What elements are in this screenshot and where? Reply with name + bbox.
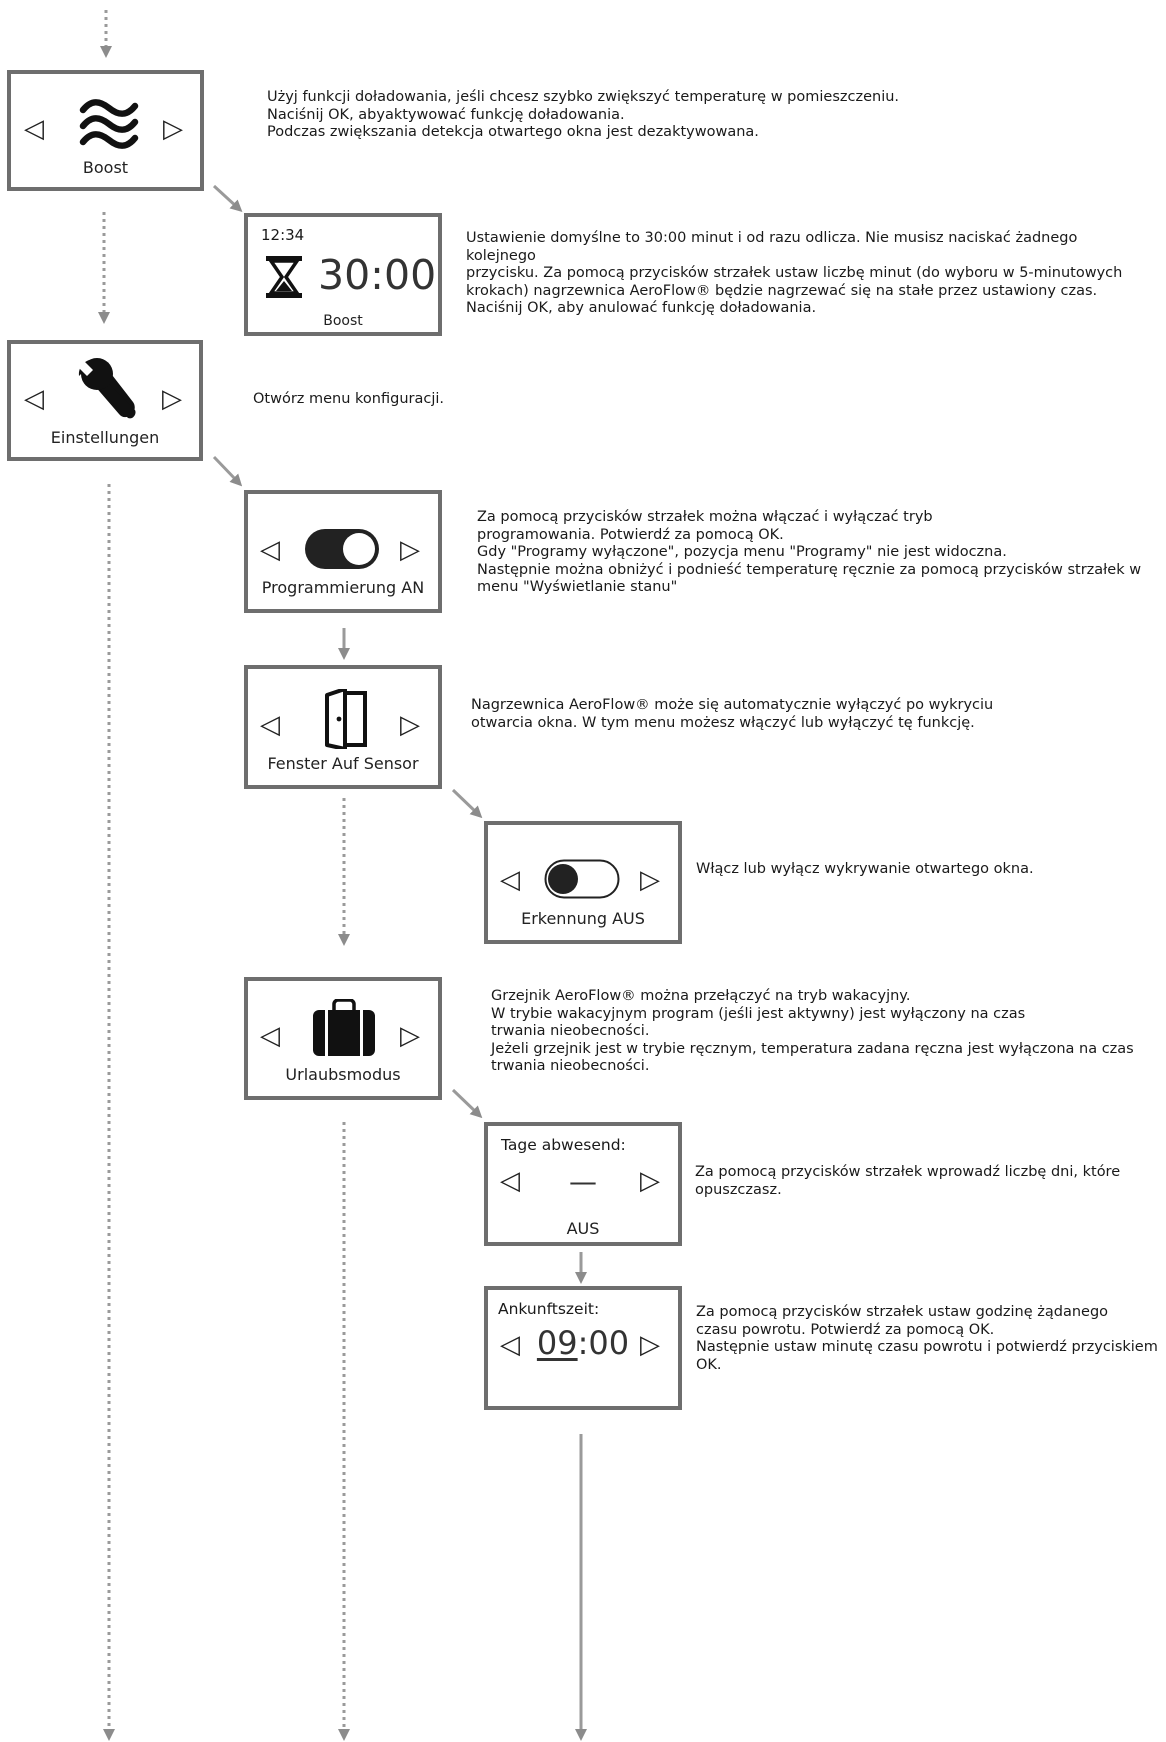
left-arrow-icon: ◁ bbox=[500, 1330, 520, 1360]
screen-label: Urlaubsmodus bbox=[285, 1065, 401, 1084]
waves-icon bbox=[79, 99, 139, 149]
boost-menu-description: Użyj funkcji doładowania, jeśli chcesz s… bbox=[267, 89, 900, 140]
left-arrow-icon: ◁ bbox=[500, 865, 520, 895]
settings-menu-screen: ◁ ▷ Einstellungen bbox=[7, 340, 203, 461]
vacation-to-days-arrow bbox=[451, 1088, 483, 1119]
right-arrow-icon: ▷ bbox=[163, 114, 183, 144]
screen-label: Boost bbox=[323, 313, 363, 329]
vacation-description: Grzejnik AeroFlow® można przełączyć na t… bbox=[491, 988, 1134, 1074]
time-separator: : bbox=[577, 1324, 589, 1362]
programming-description: Za pomocą przycisków strzałek można włąc… bbox=[477, 509, 1142, 595]
left-arrow-icon: ◁ bbox=[24, 384, 44, 414]
screen-label: Erkennung AUS bbox=[521, 909, 645, 928]
hours-value: 09 bbox=[536, 1324, 578, 1362]
minutes-value: 00 bbox=[588, 1324, 630, 1362]
left-arrow-icon: ◁ bbox=[500, 1166, 520, 1196]
suitcase-icon bbox=[313, 999, 375, 1056]
right-arrow-icon: ▷ bbox=[400, 535, 420, 565]
wrench-icon bbox=[75, 358, 136, 419]
boost-timer-screen: 12:34 30:00 Boost bbox=[244, 213, 442, 336]
toggle-on-icon bbox=[305, 529, 379, 569]
left-arrow-icon: ◁ bbox=[260, 1021, 280, 1051]
door-icon bbox=[325, 689, 367, 749]
window-sensor-description: Nagrzewnica AeroFlow® może się automatyc… bbox=[471, 697, 994, 731]
right-arrow-icon: ▷ bbox=[400, 710, 420, 740]
screen-title: Ankunftszeit: bbox=[498, 1300, 600, 1318]
screen-label: Fenster Auf Sensor bbox=[267, 754, 419, 773]
detection-screen: ◁ ▷ Erkennung AUS bbox=[484, 821, 682, 944]
days-absent-description: Za pomocą przycisków strzałek wprowadź l… bbox=[695, 1164, 1121, 1198]
screen-label: Boost bbox=[82, 158, 129, 177]
right-arrow-icon: ▷ bbox=[640, 1330, 660, 1360]
vacation-screen: ◁ ▷ Urlaubsmodus bbox=[244, 977, 442, 1100]
programming-screen: ◁ ▷ Programmierung AN bbox=[244, 490, 442, 613]
right-arrow-icon: ▷ bbox=[640, 865, 660, 895]
screen-label: Programmierung AN bbox=[261, 578, 425, 597]
boost-menu-screen: ◁ ▷ Boost bbox=[7, 70, 204, 191]
window-to-detection-arrow bbox=[451, 788, 483, 819]
left-arrow-icon: ◁ bbox=[260, 535, 280, 565]
arrival-time-value: 09:00 bbox=[488, 1324, 678, 1362]
right-arrow-icon: ▷ bbox=[400, 1021, 420, 1051]
screen-label: Einstellungen bbox=[50, 428, 160, 447]
left-arrow-icon: ◁ bbox=[24, 114, 44, 144]
hourglass-icon bbox=[266, 256, 302, 298]
days-absent-screen: Tage abwesend: ◁ — ▷ AUS bbox=[484, 1122, 682, 1246]
screen-title: Tage abwesend: bbox=[501, 1136, 626, 1154]
arrival-time-description: Za pomocą przycisków strzałek ustaw godz… bbox=[696, 1304, 1158, 1373]
left-arrow-icon: ◁ bbox=[260, 710, 280, 740]
right-arrow-icon: ▷ bbox=[162, 384, 182, 414]
settings-to-programming-arrow bbox=[212, 455, 243, 487]
toggle-off-icon bbox=[544, 859, 620, 899]
right-arrow-icon: ▷ bbox=[640, 1166, 660, 1196]
boost-to-timer-arrow bbox=[212, 184, 243, 213]
detection-description: Włącz lub wyłącz wykrywanie otwartego ok… bbox=[696, 861, 1034, 877]
window-sensor-screen: ◁ ▷ Fenster Auf Sensor bbox=[244, 665, 442, 789]
clock-time: 12:34 bbox=[261, 226, 305, 244]
arrival-time-screen: Ankunftszeit: ◁ 09:00 ▷ bbox=[484, 1286, 682, 1410]
timer-value: 30:00 bbox=[318, 251, 437, 299]
days-value: — bbox=[569, 1165, 597, 1198]
settings-menu-description: Otwórz menu konfiguracji. bbox=[253, 391, 444, 407]
boost-timer-description: Ustawienie domyślne to 30:00 minut i od … bbox=[466, 230, 1123, 316]
screen-label: AUS bbox=[566, 1219, 600, 1238]
